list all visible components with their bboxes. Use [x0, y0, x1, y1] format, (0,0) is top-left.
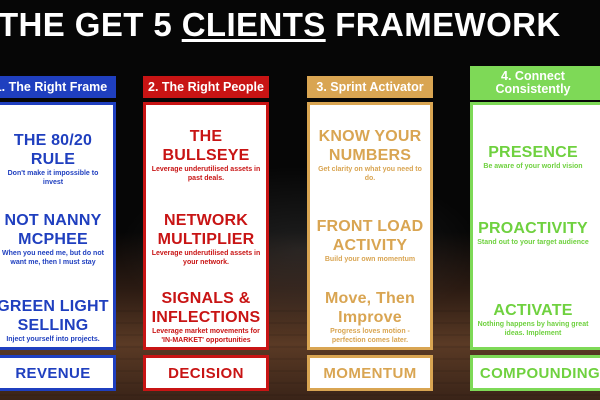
column-footer: REVENUE: [0, 355, 116, 391]
item-subtext: Inject yourself into projects.: [6, 336, 100, 343]
item-subtext: When you need me, but do not want me, th…: [2, 250, 104, 266]
column-panel: THE 80/20 RULE Don't make it impossible …: [0, 102, 116, 350]
item-subtext: Progress loves motion - perfection comes…: [330, 328, 410, 344]
item-subtext: Leverage market movements for 'IN-MARKET…: [152, 328, 260, 344]
item-heading: ACTIVATE: [493, 302, 573, 319]
title-underlined-word: CLIENTS: [181, 6, 326, 43]
item-heading: Move, Then Improve: [324, 290, 415, 326]
column-right-people: 2. The Right People THE BULLSEYE Leverag…: [143, 76, 269, 397]
column-header-label: 1. The Right Frame: [0, 80, 108, 94]
page-title: THE GET 5 CLIENTS FRAMEWORK: [0, 6, 600, 44]
item-subtext: Get clarity on what you need to do.: [318, 166, 422, 182]
item-heading: NETWORK MULTIPLIER: [157, 212, 255, 248]
item-subtext: Don't make it impossible to invest: [7, 170, 99, 186]
column-footer: DECISION: [143, 355, 269, 391]
framework-item: FRONT LOAD ACTIVITY Build your own momen…: [310, 217, 430, 265]
item-heading: FRONT LOAD ACTIVITY: [316, 218, 424, 254]
column-panel: THE BULLSEYE Leverage underutilised asse…: [143, 102, 269, 350]
item-subtext: Be aware of your world vision: [483, 163, 583, 170]
framework-item: GREEN LIGHT SELLING Inject yourself into…: [0, 297, 113, 345]
item-subtext: Leverage underutilised assets in past de…: [151, 166, 261, 182]
framework-item: KNOW YOUR NUMBERS Get clarity on what yo…: [310, 127, 430, 183]
framework-item: PROACTIVITY Stand out to your target aud…: [473, 219, 600, 248]
item-heading: THE BULLSEYE: [162, 128, 250, 164]
column-panel: KNOW YOUR NUMBERS Get clarity on what yo…: [307, 102, 433, 350]
item-heading: NOT NANNY MCPHEE: [4, 212, 102, 248]
framework-item: NETWORK MULTIPLIER Leverage underutilise…: [146, 211, 266, 267]
framework-item: NOT NANNY MCPHEE When you need me, but d…: [0, 211, 113, 267]
item-heading: PRESENCE: [488, 144, 578, 161]
framework-item: ACTIVATE Nothing happens by having great…: [473, 301, 600, 338]
column-header: 1. The Right Frame: [0, 76, 116, 98]
column-header: 4. Connect Consistently: [470, 66, 600, 100]
column-right-frame: 1. The Right Frame THE 80/20 RULE Don't …: [0, 76, 116, 397]
column-header-label: 4. Connect Consistently: [495, 69, 571, 96]
column-header: 2. The Right People: [143, 76, 269, 98]
item-heading: PROACTIVITY: [478, 220, 588, 237]
title-part-1: THE GET 5: [0, 6, 182, 43]
framework-item: THE 80/20 RULE Don't make it impossible …: [0, 131, 113, 187]
item-heading: THE 80/20 RULE: [13, 132, 93, 168]
column-sprint-activator: 3. Sprint Activator KNOW YOUR NUMBERS Ge…: [307, 76, 433, 397]
item-subtext: Build your own momentum: [324, 256, 416, 263]
item-subtext: Nothing happens by having great ideas. I…: [477, 321, 589, 337]
column-header-label: 2. The Right People: [148, 80, 264, 94]
framework-item: PRESENCE Be aware of your world vision: [473, 143, 600, 172]
item-subtext: Leverage underutilised assets in your ne…: [151, 250, 261, 266]
column-footer: COMPOUNDING: [470, 355, 600, 391]
column-connect-consistently: 4. Connect Consistently PRESENCE Be awar…: [470, 66, 600, 397]
framework-item: Move, Then Improve Progress loves motion…: [310, 289, 430, 345]
title-part-2: FRAMEWORK: [325, 6, 561, 43]
item-heading: SIGNALS & INFLECTIONS: [151, 290, 261, 326]
item-subtext: Stand out to your target audience: [477, 239, 589, 246]
framework-item: SIGNALS & INFLECTIONS Leverage market mo…: [146, 289, 266, 345]
framework-item: THE BULLSEYE Leverage underutilised asse…: [146, 127, 266, 183]
item-heading: KNOW YOUR NUMBERS: [318, 128, 422, 164]
column-footer: MOMENTUM: [307, 355, 433, 391]
item-heading: GREEN LIGHT SELLING: [0, 298, 109, 334]
column-header: 3. Sprint Activator: [307, 76, 433, 98]
column-panel: PRESENCE Be aware of your world vision P…: [470, 102, 600, 350]
column-header-label: 3. Sprint Activator: [316, 80, 424, 94]
